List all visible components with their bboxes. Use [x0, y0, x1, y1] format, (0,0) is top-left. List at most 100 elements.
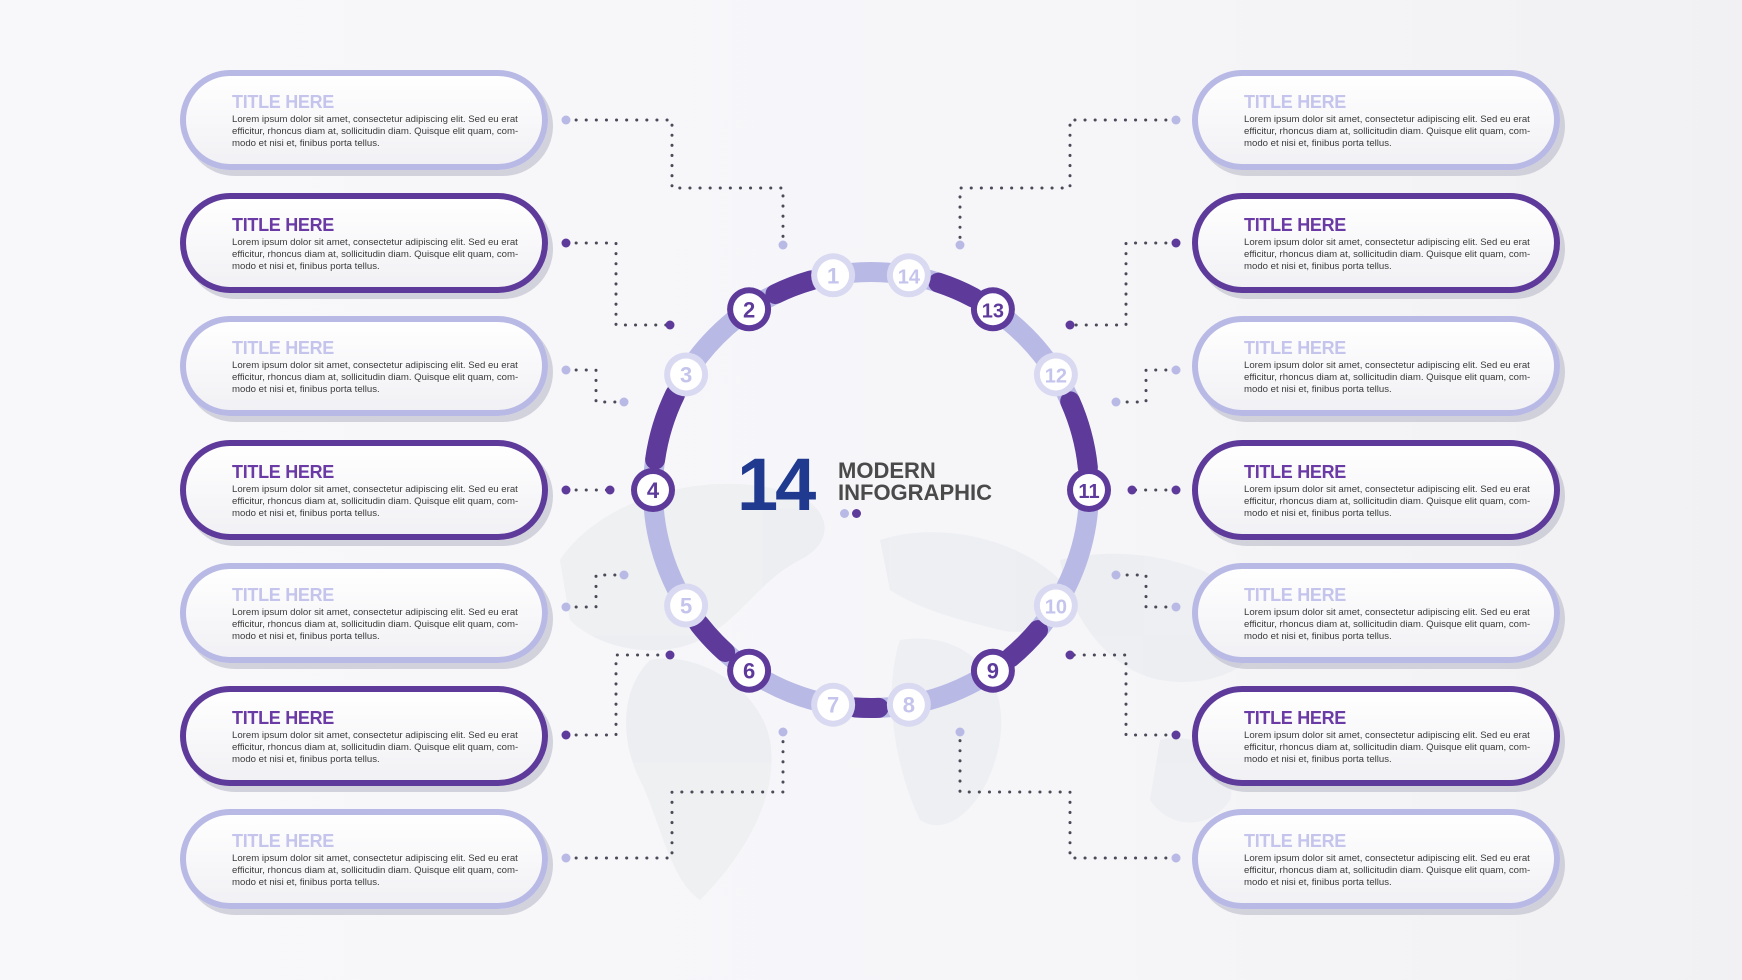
- card-title: TITLE HERE: [232, 338, 335, 358]
- step-node-10: 10: [1033, 583, 1078, 628]
- step-node-12: 12: [1033, 352, 1078, 397]
- connector-end-dot: [561, 238, 571, 248]
- step-node-4: 4: [631, 468, 675, 512]
- step-number: 9: [987, 659, 999, 684]
- connector-end-dot: [1171, 115, 1181, 125]
- connector-end-dot: [1171, 485, 1181, 495]
- connector-end-dot: [1065, 320, 1075, 330]
- step-number: 4: [647, 478, 660, 503]
- center-dot-dark: [852, 509, 861, 518]
- step-number: 7: [827, 693, 839, 718]
- connector-end-dot: [561, 485, 571, 495]
- connector-end-dot: [778, 727, 788, 737]
- step-number: 1: [827, 263, 839, 288]
- step-node-5: 5: [664, 583, 709, 628]
- card-body: Lorem ipsum dolor sit amet, consectetur …: [1244, 853, 1531, 888]
- connector-end-dot: [1111, 397, 1121, 407]
- card-title: TITLE HERE: [1244, 585, 1347, 605]
- connector-end-dot: [561, 365, 571, 375]
- step-node-3: 3: [664, 352, 709, 397]
- connector-end-dot: [619, 570, 629, 580]
- connector-end-dot: [1171, 365, 1181, 375]
- step-node-11: 11: [1067, 468, 1111, 512]
- card-title: TITLE HERE: [1244, 215, 1347, 235]
- step-number: 13: [982, 300, 1004, 322]
- step-node-1: 1: [811, 253, 856, 298]
- connector-6: [564, 653, 672, 737]
- connector-end-dot: [561, 730, 571, 740]
- card-title: TITLE HERE: [1244, 338, 1347, 358]
- connector-end-dot: [561, 602, 571, 612]
- connector-end-dot: [1065, 650, 1075, 660]
- step-number: 2: [743, 297, 755, 322]
- connector-end-dot: [955, 240, 965, 250]
- card-title: TITLE HERE: [232, 708, 335, 728]
- connector-end-dot: [665, 650, 675, 660]
- card-title: TITLE HERE: [1244, 92, 1347, 112]
- card-body: Lorem ipsum dolor sit amet, consectetur …: [232, 484, 519, 519]
- card-title: TITLE HERE: [1244, 708, 1347, 728]
- card-body: Lorem ipsum dolor sit amet, consectetur …: [1244, 484, 1531, 519]
- card-body: Lorem ipsum dolor sit amet, consectetur …: [232, 237, 519, 272]
- center-title-line2: INFOGRAPHIC: [838, 480, 992, 505]
- step-node-9: 9: [970, 648, 1015, 693]
- ring-segment-dark: [689, 614, 736, 663]
- connector-end-dot: [1171, 730, 1181, 740]
- card-title: TITLE HERE: [1244, 831, 1347, 851]
- card-title: TITLE HERE: [232, 831, 335, 851]
- step-node-7: 7: [811, 682, 856, 727]
- card-body: Lorem ipsum dolor sit amet, consectetur …: [1244, 730, 1531, 765]
- connector-end-dot: [1171, 602, 1181, 612]
- connector-end-dot: [665, 320, 675, 330]
- ring-segment-dark: [1060, 391, 1098, 478]
- connector-end-dot: [561, 853, 571, 863]
- card-body: Lorem ipsum dolor sit amet, consectetur …: [1244, 237, 1531, 272]
- ring-segment-dark: [645, 384, 686, 470]
- card-title: TITLE HERE: [232, 462, 335, 482]
- center-dot-light: [840, 509, 849, 518]
- connector-14: [958, 118, 1178, 247]
- ring-segment-dark: [928, 272, 984, 308]
- connector-1: [564, 118, 785, 247]
- connector-end-dot: [619, 397, 629, 407]
- ring-segment-dark: [845, 697, 889, 718]
- connector-9: [1068, 653, 1178, 737]
- step-number: 5: [680, 594, 692, 619]
- step-number: 3: [680, 362, 692, 387]
- card-body: Lorem ipsum dolor sit amet, consectetur …: [1244, 607, 1531, 642]
- card-body: Lorem ipsum dolor sit amet, consectetur …: [1244, 360, 1531, 395]
- connector-end-dot: [1171, 853, 1181, 863]
- connector-end-dot: [1111, 570, 1121, 580]
- step-number: 11: [1078, 481, 1099, 503]
- card-title: TITLE HERE: [1244, 462, 1347, 482]
- connector-end-dot: [778, 240, 788, 250]
- step-node-14: 14: [886, 253, 931, 298]
- connector-end-dot: [1127, 485, 1137, 495]
- card-body: Lorem ipsum dolor sit amet, consectetur …: [1244, 114, 1531, 149]
- ring-segment-dark: [1001, 620, 1048, 667]
- step-number: 14: [898, 266, 921, 288]
- step-node-2: 2: [727, 287, 772, 332]
- connector-end-dot: [955, 727, 965, 737]
- card-body: Lorem ipsum dolor sit amet, consectetur …: [232, 360, 519, 395]
- card-body: Lorem ipsum dolor sit amet, consectetur …: [232, 607, 519, 642]
- card-body: Lorem ipsum dolor sit amet, consectetur …: [232, 114, 519, 149]
- center-title-line1: MODERN: [838, 458, 936, 483]
- center-number: 14: [737, 443, 816, 526]
- connector-2: [564, 241, 672, 327]
- connector-13: [1068, 241, 1178, 327]
